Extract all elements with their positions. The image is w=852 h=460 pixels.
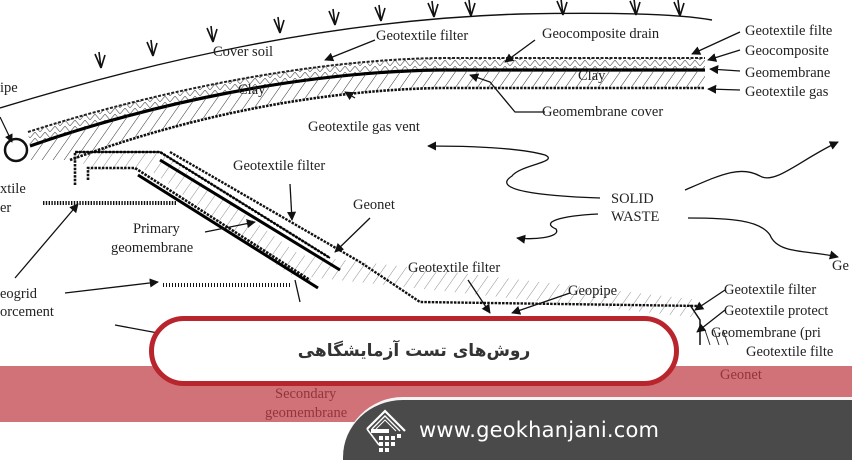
cover-soil-surface	[0, 12, 713, 109]
label-geotextile-gas-vent: Geotextile gas vent	[308, 119, 420, 135]
label-primary-geomembrane-1: Primary	[133, 221, 180, 237]
label-geotextile-filter-top: Geotextile filter	[376, 28, 468, 44]
label-br-geotextile-filter: Geotextile filter	[724, 282, 816, 298]
website-bar[interactable]: www.geokhanjani.com	[343, 397, 852, 460]
solid-waste-arrows	[427, 141, 839, 260]
label-solid-waste-1: SOLID	[611, 191, 654, 207]
label-left-geotextile-2: er	[0, 200, 11, 216]
label-base-geotextile-filter: Geotextile filter	[408, 260, 500, 276]
label-geocomposite-drain: Geocomposite drain	[542, 26, 660, 42]
label-right-geomembrane: Geomembrane	[745, 65, 830, 81]
label-right-geocomposite: Geocomposite	[745, 43, 829, 59]
label-geonet: Geonet	[353, 197, 395, 213]
label-geogrid-1: eogrid	[0, 286, 38, 302]
geokhanjani-logo-icon	[366, 409, 406, 452]
label-slope-geotextile-filter: Geotextile filter	[233, 158, 325, 174]
label-clay-left: Clay	[238, 82, 266, 98]
label-cover-soil: Cover soil	[213, 44, 273, 60]
label-primary-geomembrane-2: geomembrane	[111, 240, 193, 256]
label-left-geotextile-1: xtile	[0, 181, 26, 197]
website-url-link[interactable]: www.geokhanjani.com	[419, 418, 660, 442]
label-solid-waste-2: WASTE	[611, 209, 659, 225]
label-br-geotextile-filter-2: Geotextile filte	[746, 344, 833, 360]
label-geomembrane-cover: Geomembrane cover	[542, 104, 663, 120]
page-title: روش‌های تست آزمایشگاهی	[297, 341, 531, 361]
label-br-geomembrane-primary: Geomembrane (pri	[711, 325, 821, 341]
vegetation-icons	[94, 0, 685, 69]
label-right-geotextile-filter: Geotextile filte	[745, 23, 832, 39]
label-geopipe: Geopipe	[568, 283, 617, 299]
label-right-geotextile-gas: Geotextile gas	[745, 84, 829, 100]
label-slope-ge: Ge	[832, 258, 849, 274]
title-pill: روش‌های تست آزمایشگاهی	[149, 316, 679, 386]
label-clay-right: Clay	[578, 68, 606, 84]
label-geogrid-2: orcement	[0, 304, 54, 320]
label-br-geotextile-protect: Geotextile protect	[724, 303, 828, 319]
label-left-pipe: ipe	[0, 80, 18, 96]
